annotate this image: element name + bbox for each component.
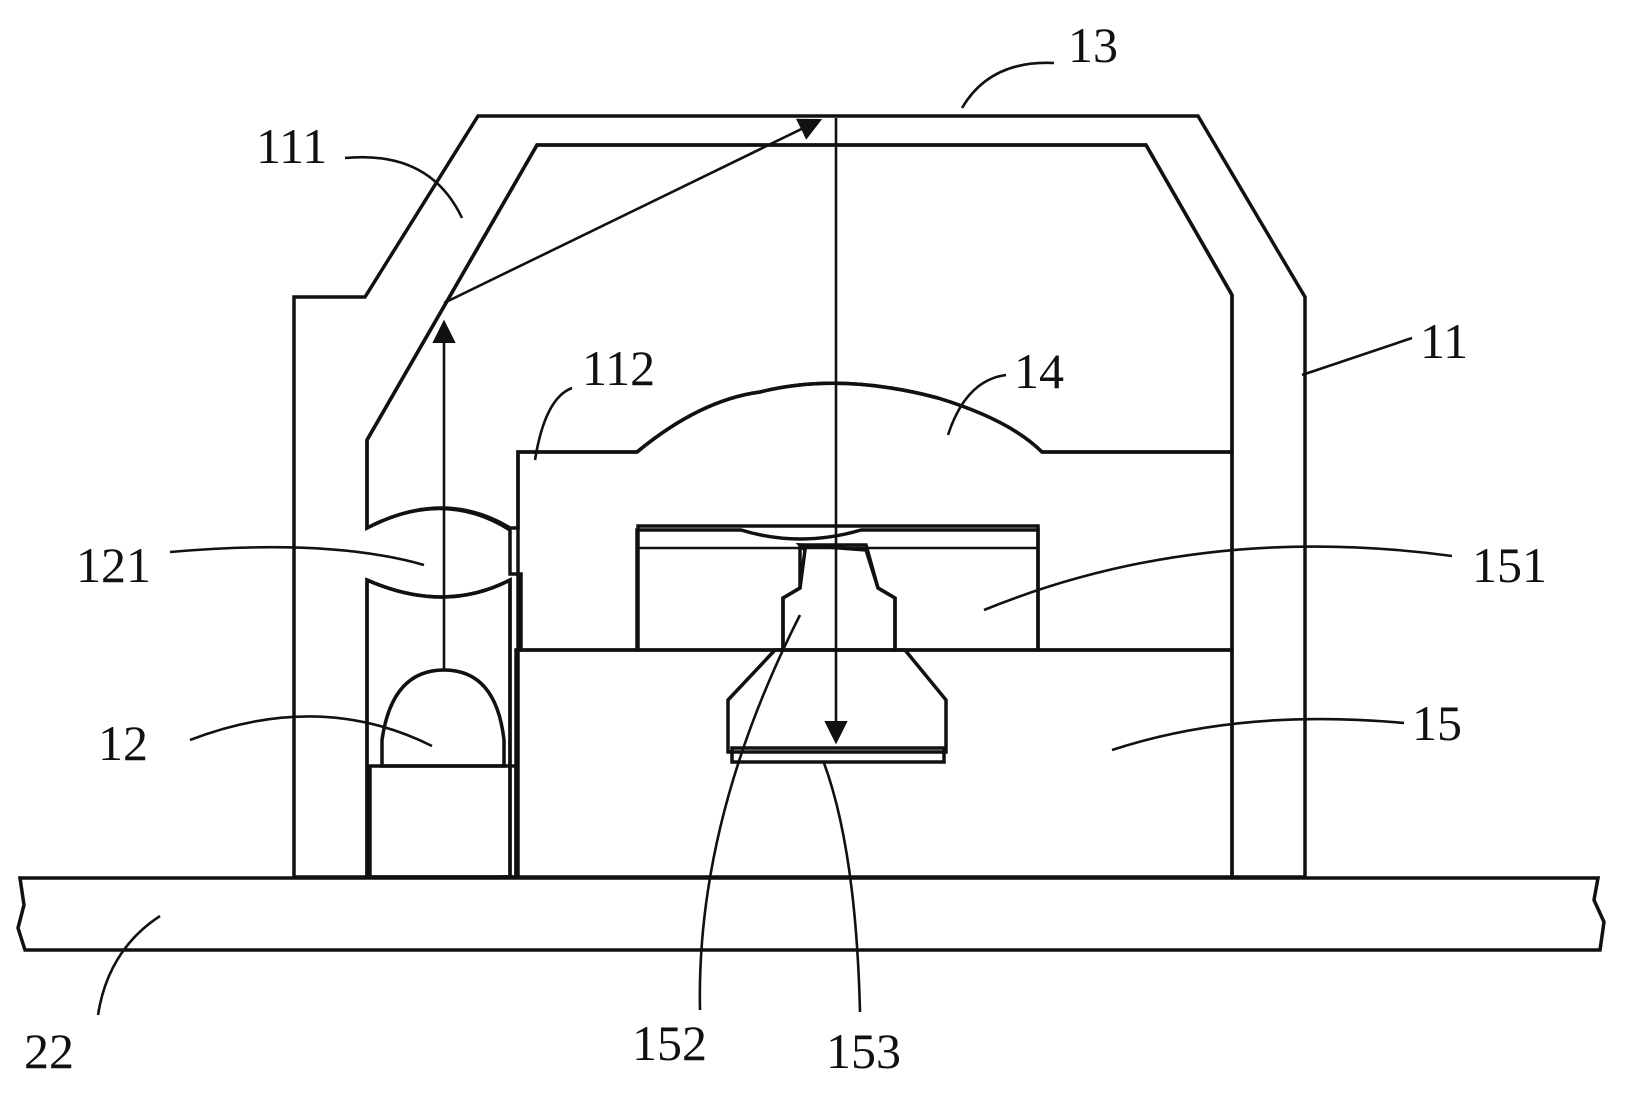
label-22: 22 [24,1023,74,1079]
leader-111 [345,157,462,218]
label-121: 121 [76,537,151,593]
sensor-chip-153 [732,748,944,762]
leader-22 [98,916,160,1015]
label-14: 14 [1014,343,1064,399]
leader-15 [1112,719,1404,750]
label-152: 152 [632,1015,707,1071]
leader-112 [535,388,572,460]
label-11: 11 [1420,313,1468,369]
leader-121 [170,547,424,565]
led-dome-12 [382,670,504,766]
optical-cavity [367,145,1232,528]
circuit-board-22 [18,878,1604,950]
label-12: 12 [98,715,148,771]
aperture-opening-152 [783,545,895,650]
leader-153 [824,763,860,1012]
lens-body-14 [518,383,1232,650]
led-base-12 [370,766,516,877]
label-111: 111 [256,118,327,174]
label-15: 15 [1412,695,1462,751]
leader-13 [962,63,1054,108]
label-112: 112 [582,340,655,396]
label-13: 13 [1068,17,1118,73]
label-153: 153 [826,1023,901,1079]
leader-12 [190,716,432,746]
leader-151 [984,547,1452,610]
leader-11 [1302,338,1412,375]
label-151: 151 [1472,537,1547,593]
